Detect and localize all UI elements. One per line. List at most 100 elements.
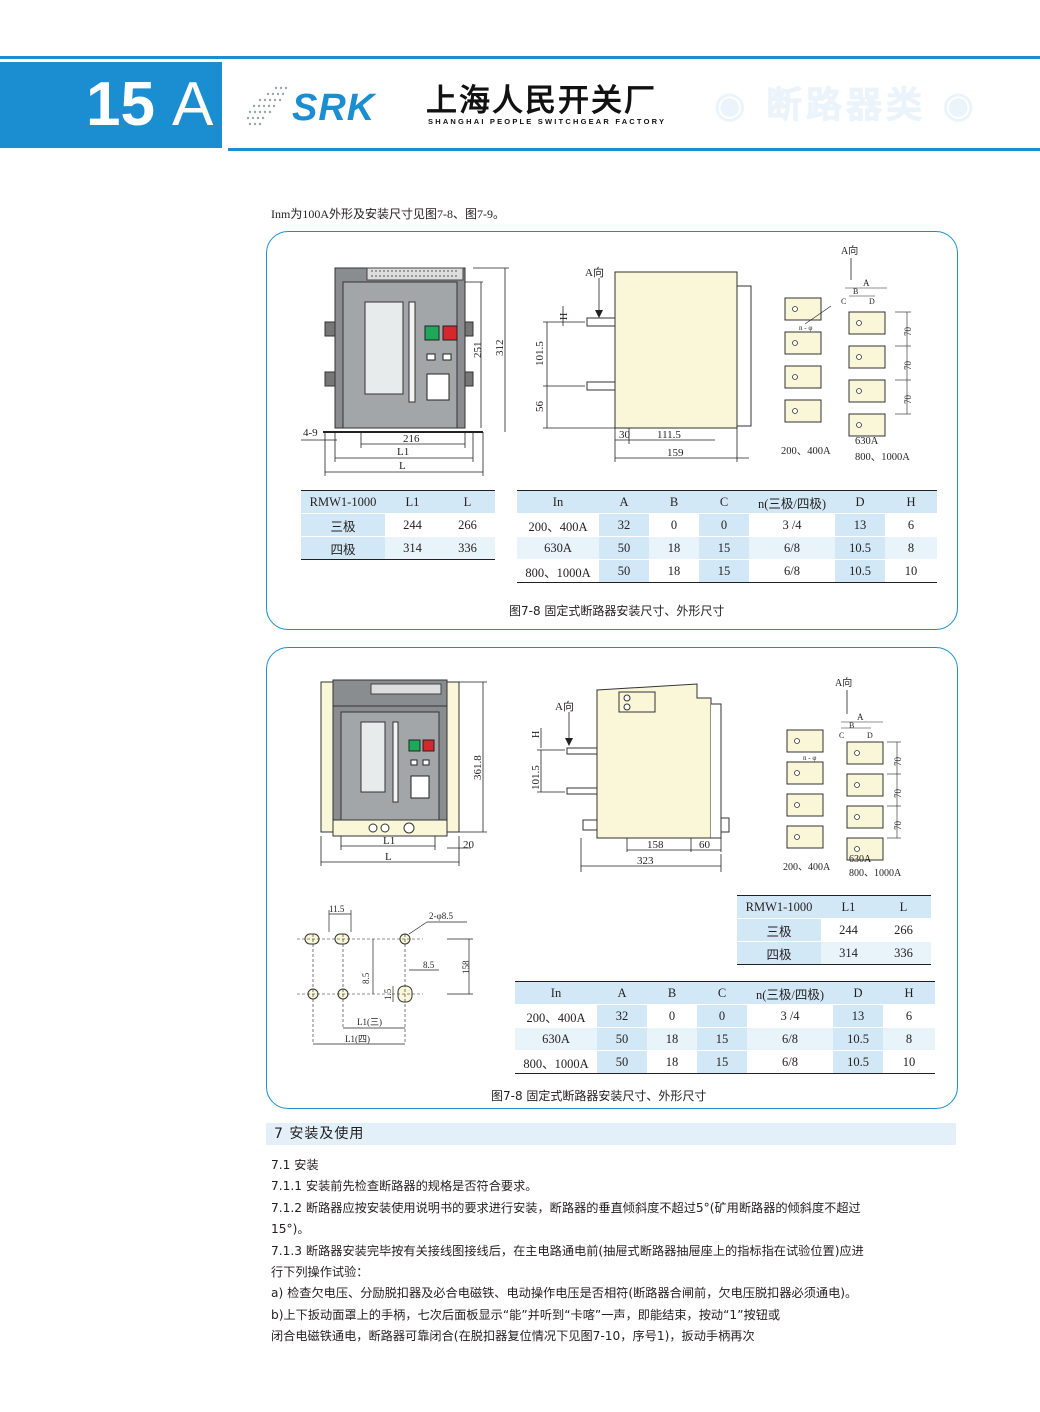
table-cell: 10.5: [835, 559, 885, 583]
table-cell: 18: [647, 1050, 697, 1074]
page-number-digits: 15: [86, 70, 155, 139]
page-number: 15 A: [0, 62, 222, 148]
table-cell: 18: [649, 536, 699, 560]
dim-A: A: [863, 278, 870, 288]
table-cell: 630A: [515, 1027, 597, 1051]
brand-logo: SRK: [292, 87, 376, 129]
table-cell: 32: [599, 513, 649, 537]
page-number-letter: A: [172, 70, 214, 139]
dim-8-5-h: 8.5: [423, 960, 435, 970]
table-cell: 10: [883, 1050, 935, 1074]
table-row: 630A 50 18 15 6/8 10.5 8: [515, 1027, 935, 1051]
dim-D: D: [869, 297, 875, 306]
table-header: C: [699, 490, 749, 514]
table-row: 800、1000A 50 18 15 6/8 10.5 10: [517, 559, 937, 583]
table-cell: 50: [599, 536, 649, 560]
dim-70-c-2: 70: [893, 821, 903, 831]
fig2-model-table: RMW1-1000 L1 L 三极 244 266 四极 314 336: [737, 895, 931, 965]
table-cell: 630A: [517, 536, 599, 560]
category-title: ◉ 断路器类 ◉: [714, 85, 978, 126]
paragraph: 7.1.3 断路器安装完毕按有关接线图接线后，在主电路通电前(抽屉式断路器抽屉座…: [271, 1244, 864, 1258]
dim-L: L: [399, 460, 406, 472]
mounting-hole-drawing: 11.5 2-φ8.5 8.5 8.5 158 1.5 L1(三) L1(四): [297, 904, 473, 1045]
table-row: 四极 314 336: [737, 941, 931, 965]
paragraph: b)上下扳动面罩上的手柄，七次后面板显示“能”并听到“卡喀”一声，即能结束，按动…: [271, 1308, 781, 1322]
table-header: H: [883, 981, 935, 1005]
terminal-label-right-1: 630A: [855, 436, 879, 447]
paragraph: 15°)。: [271, 1222, 310, 1236]
table-cell: 6/8: [747, 1027, 833, 1051]
dim-L: L: [385, 851, 392, 863]
fig1-spec-table: In A B C n(三极/四极) D H 200、400A 32 0 0 3 …: [517, 490, 937, 583]
dim-L1-four: L1(四): [345, 1034, 370, 1044]
terminal-label-right-2: 800、1000A: [855, 452, 910, 463]
table-cell: 336: [440, 536, 495, 560]
dim-D-2: D: [867, 731, 873, 740]
dim-n-hole: n - φ: [799, 324, 812, 332]
table-cell: 314: [385, 536, 440, 560]
table-cell: 三极: [737, 918, 821, 942]
table-cell: 32: [597, 1004, 647, 1028]
dim-C-2: C: [839, 731, 844, 740]
terminal-label-right-1-2: 630A: [849, 854, 872, 865]
paragraph: 行下列操作试验：: [271, 1265, 369, 1279]
table-cell: 266: [876, 918, 931, 942]
table-header: H: [885, 490, 937, 514]
table-cell: 50: [599, 559, 649, 583]
dim-70-b: 70: [903, 361, 913, 371]
dim-H-2: H: [531, 731, 542, 738]
table-cell: 336: [876, 941, 931, 965]
table-cell: 10: [885, 559, 937, 583]
paragraph: a) 检查欠电压、分励脱扣器及必合电磁铁、电动操作电压是否相符(断路器合闸前，欠…: [271, 1286, 858, 1300]
table-cell: 8: [885, 536, 937, 560]
side-view-label: A向: [585, 265, 604, 279]
table-header: L1: [821, 895, 876, 919]
table-row: 800、1000A 50 18 15 6/8 10.5 10: [515, 1050, 935, 1074]
table-row: 四极 314 336: [301, 536, 495, 560]
dim-C: C: [841, 297, 846, 306]
dim-70-a-2: 70: [893, 757, 903, 767]
dim-1-5: 1.5: [383, 988, 393, 1000]
section-title-bar: [266, 1123, 956, 1145]
table-header: C: [697, 981, 747, 1005]
dim-159: 159: [667, 447, 684, 459]
table-row: 三极 244 266: [737, 918, 931, 942]
side-view-drawing: A向 H 101.5 56 30 111.5 159: [534, 265, 752, 462]
table-cell: 四极: [737, 941, 821, 965]
figure-caption-1: 图7-8 固定式断路器安装尺寸、外形尺寸: [509, 604, 725, 618]
table-header: L1: [385, 490, 440, 514]
table-row: 200、400A 32 0 0 3 /4 13 6: [515, 1004, 935, 1028]
section-title: 7 安装及使用: [274, 1126, 365, 1142]
dim-56: 56: [534, 401, 546, 413]
dim-8-5-v: 8.5: [361, 972, 371, 984]
paragraph: 7.1 安装: [271, 1158, 319, 1172]
terminal-view-drawing: A向 A B C D n - φ 70 70 70 200、400A 630A …: [781, 244, 913, 463]
fig1-model-table: RMW1-1000 L1 L 三极 244 266 四极 314 336: [301, 490, 495, 560]
page-number-block: [0, 62, 222, 148]
dim-216: 216: [403, 433, 420, 445]
table-header: n(三极/四极): [747, 981, 833, 1005]
header-rule-bottom: [228, 148, 1040, 151]
front-view-drawing-2: 361.8 L1 L 20: [320, 679, 487, 866]
figure-panel-2: 361.8 L1 L 20 A向 H 101.5 158 60: [266, 647, 958, 1109]
table-header: L: [876, 895, 931, 919]
table-header: n(三极/四极): [749, 490, 835, 514]
dim-323: 323: [637, 855, 654, 867]
paragraph: 7.1.1 安装前先检查断路器的规格是否符合要求。: [271, 1179, 538, 1193]
table-cell: 0: [697, 1004, 747, 1028]
paragraph: 7.1.2 断路器应按安装使用说明书的要求进行安装，断路器的垂直倾斜度不超过5°…: [271, 1201, 861, 1215]
header-rule-top: [0, 56, 1040, 59]
dim-n-hole-2: n - φ: [803, 754, 816, 762]
table-cell: 50: [597, 1027, 647, 1051]
table-cell: 314: [821, 941, 876, 965]
dim-20: 20: [463, 839, 475, 851]
table-cell: 0: [699, 513, 749, 537]
figure-caption-2: 图7-8 固定式断路器安装尺寸、外形尺寸: [491, 1089, 707, 1103]
dim-70-a: 70: [903, 327, 913, 337]
dim-holes: 4-9: [303, 427, 318, 439]
dim-H: H: [559, 313, 570, 320]
intro-text: Inm为100A外形及安装尺寸见图7-8、图7-9。: [271, 207, 505, 221]
table-header: A: [597, 981, 647, 1005]
side-view-label-2: A向: [555, 699, 574, 713]
table-header: B: [647, 981, 697, 1005]
